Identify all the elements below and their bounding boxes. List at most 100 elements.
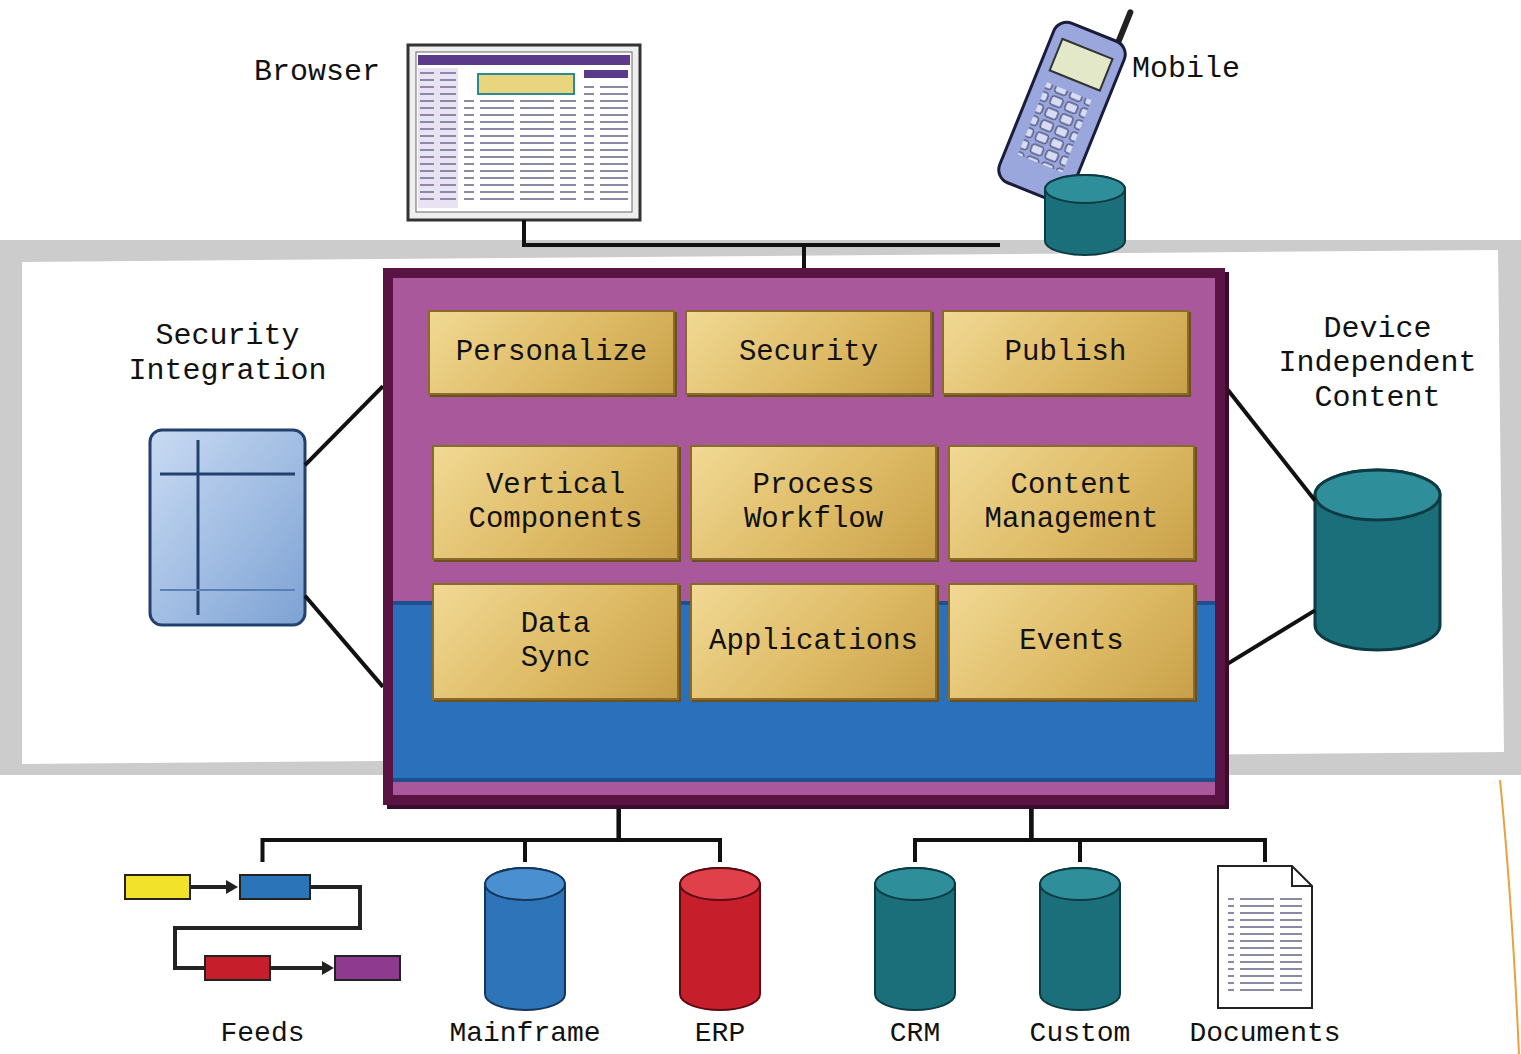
service-box: Personalize	[428, 310, 675, 395]
service-box: Vertical Components	[432, 445, 679, 560]
feeds-source: Feeds	[120, 862, 405, 1050]
mainframe-database-icon	[485, 868, 565, 900]
feeds-icon	[125, 875, 190, 899]
feeds-icon	[190, 885, 228, 889]
feeds-icon	[125, 875, 400, 980]
browser-icon	[408, 45, 640, 220]
security-server-icon	[197, 440, 200, 615]
crm-database-icon	[875, 868, 955, 900]
mobile-phone-icon	[995, 0, 1142, 206]
feeds-icon	[205, 956, 270, 980]
document-icon	[1218, 866, 1312, 1008]
mobile-phone-icon	[1118, 12, 1131, 44]
browser-icon	[478, 74, 574, 94]
service-box: Publish	[942, 310, 1189, 395]
browser-icon	[584, 82, 628, 200]
security-server-icon	[160, 473, 295, 476]
erp-database-icon	[680, 868, 760, 1010]
feeds-icon	[322, 961, 334, 975]
mobile-phone-icon	[995, 0, 1142, 255]
security-server-icon	[150, 430, 305, 625]
connector-line	[305, 596, 383, 687]
crm-source: CRM	[850, 862, 980, 1050]
node-label: Feeds	[220, 1018, 304, 1050]
background-frame	[0, 240, 1521, 775]
node-label: Mobile	[1132, 52, 1240, 87]
connector-line	[263, 805, 619, 862]
node-label: Vertical Components	[456, 469, 656, 536]
connector-line	[804, 245, 1000, 268]
node-label: Content Management	[962, 469, 1182, 536]
node-label: Device Independent Content	[1263, 312, 1493, 416]
connector-line	[1225, 610, 1315, 665]
browser-icon	[408, 45, 640, 220]
mobile-phone-icon	[1050, 39, 1113, 91]
background-frame	[22, 250, 1504, 764]
content-database-icon	[1315, 470, 1440, 650]
content-database-icon	[1315, 470, 1440, 650]
connector-line	[1031, 805, 1265, 862]
mainframe-database-icon	[485, 868, 565, 1010]
documents-source: Documents	[1179, 862, 1351, 1050]
node-label: Documents	[1189, 1018, 1340, 1050]
node-label: Custom	[1030, 1018, 1131, 1050]
security-integration-server: Security Integration	[150, 430, 305, 625]
custom-database-icon	[1040, 868, 1120, 900]
connector-line	[915, 805, 1031, 862]
content-database: Device Independent Content	[1315, 470, 1440, 650]
custom-database-icon	[1040, 868, 1120, 1010]
page-curve	[1500, 780, 1519, 1054]
erp-database-icon	[680, 868, 760, 900]
portal-platform: Personalize Security PublishVertical Compo…	[383, 268, 1225, 805]
connector-line	[524, 220, 804, 268]
node-label: CRM	[890, 1018, 940, 1050]
node-label: Mainframe	[449, 1018, 600, 1050]
node-label: Browser	[254, 55, 380, 90]
browser-icon	[418, 55, 630, 65]
document-icon	[1292, 866, 1312, 886]
node-label: Events	[1019, 625, 1123, 658]
browser-icon	[464, 100, 576, 200]
connector-line	[305, 386, 383, 465]
service-box: Security	[685, 310, 932, 395]
mobile-client: Mobile	[1000, 10, 1128, 258]
erp-source: ERP	[660, 862, 780, 1050]
background-frame	[0, 240, 1521, 775]
mobile-phone-icon	[995, 18, 1130, 206]
feeds-icon	[335, 956, 400, 980]
service-box: Process Workflow	[690, 445, 937, 560]
security-server-icon	[150, 430, 305, 625]
node-label: Publish	[1005, 336, 1127, 369]
crm-database-icon	[875, 868, 955, 1010]
node-label: Security Integration	[113, 319, 343, 388]
content-database-icon	[1315, 470, 1440, 520]
browser-icon	[420, 72, 456, 202]
browser-client: Browser	[408, 45, 640, 220]
crm-database-icon	[875, 868, 955, 1010]
connector-line	[1225, 386, 1315, 500]
mobile-phone-icon	[1018, 82, 1092, 172]
mobile-phone-icon	[1045, 175, 1125, 255]
security-server-icon	[160, 589, 295, 591]
node-label: Applications	[709, 625, 918, 658]
node-label: Security	[739, 336, 878, 369]
service-box: Data Sync	[432, 583, 679, 700]
erp-database-icon	[680, 868, 760, 1010]
document-icon	[1218, 866, 1312, 1008]
connector-line	[525, 805, 619, 862]
connector-line	[619, 805, 720, 862]
node-label: Personalize	[456, 336, 647, 369]
custom-database-icon	[1040, 868, 1120, 1010]
node-label: Process Workflow	[724, 469, 904, 536]
browser-icon	[418, 68, 458, 208]
feeds-icon	[270, 966, 323, 970]
document-icon	[1228, 896, 1302, 996]
feeds-icon	[226, 880, 238, 894]
browser-icon	[584, 70, 628, 78]
service-box: Content Management	[948, 445, 1195, 560]
mainframe-source: Mainframe	[439, 862, 611, 1050]
custom-source: Custom	[1015, 862, 1145, 1050]
service-box: Applications	[690, 583, 937, 700]
mainframe-database-icon	[485, 868, 565, 1010]
service-box: Events	[948, 583, 1195, 700]
